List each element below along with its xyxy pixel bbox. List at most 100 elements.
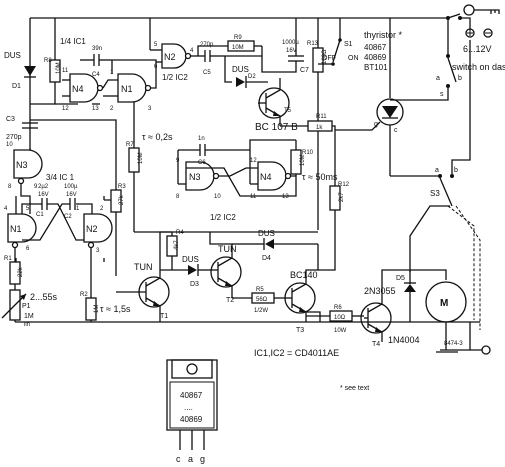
IC1-N1-pin-out: 6 xyxy=(26,246,30,252)
IC1-N2-label: N2 xyxy=(86,224,98,234)
IC2-N2-ic: 1/2 IC2 xyxy=(162,73,188,82)
IC2-N1-pin-out: 3 xyxy=(148,106,152,112)
ground-rail: 8474-3 xyxy=(15,321,491,355)
IC2-N4-pin-b: 11 xyxy=(250,194,257,200)
see-text: * see text xyxy=(340,385,369,392)
IC1-N2-pin-b: 2 xyxy=(100,206,104,212)
D2-ref: D2 xyxy=(248,74,256,80)
D3-ref: D3 xyxy=(190,281,199,288)
IC2-N3-ic: 1/2 IC2 xyxy=(210,213,236,222)
T4-type: 2N3055 xyxy=(364,286,396,296)
IC1-N4-pin-b: 12 xyxy=(62,106,69,112)
thyristor-package: 40867 .... 40869 c a g xyxy=(166,359,218,464)
supply-voltage-label: 6...12V xyxy=(463,44,492,54)
gate-IC1-N1: N1 4 5 6 xyxy=(4,206,37,252)
switch-S3: a b S3 xyxy=(390,40,481,330)
diode-D4: DUS D4 xyxy=(232,229,318,262)
motor-label: M xyxy=(440,298,448,309)
gate-IC1-N4: N4 1/4 IC1 11 12 13 xyxy=(60,37,104,112)
capacitor-C1: 2µ2 16V C1 xyxy=(21,184,84,241)
R1-ref: R1 xyxy=(4,256,12,262)
T4-ref: T4 xyxy=(372,341,380,348)
C7-value: 1000µ xyxy=(282,40,299,46)
C4-ref: C4 xyxy=(92,72,100,78)
IC1-N4-pin-a: 11 xyxy=(62,68,69,74)
C4-value: 39n xyxy=(92,46,102,52)
dashboard-switch: a b s switch on dashboard xyxy=(390,18,505,101)
cross-coupling-top xyxy=(62,59,157,97)
C2-value: 100µ xyxy=(64,184,78,190)
R6-power: 10W xyxy=(334,328,347,334)
D4-ref: D4 xyxy=(262,255,271,262)
dash-switch-b: b xyxy=(458,75,462,82)
D5-ref: D5 xyxy=(396,275,405,282)
R12-ref: R12 xyxy=(338,182,350,188)
supply-rail xyxy=(30,13,471,30)
IC1-N1-pin-b: 5 xyxy=(26,206,30,212)
D1-ref: D1 xyxy=(12,83,21,90)
S3-a: a xyxy=(435,167,439,174)
figure-code: 8474-3 xyxy=(444,341,463,347)
IC1-N3-pin-out: 10 xyxy=(6,142,13,148)
R5-value: 56Ω xyxy=(256,297,268,303)
IC2-N4-pin-out: 13 xyxy=(282,194,289,200)
ic-note: IC1,IC2 = CD4011AE xyxy=(254,348,339,358)
C5-ref: C5 xyxy=(203,70,211,76)
S1-off: OFF xyxy=(322,55,336,62)
C7-volt: 16V xyxy=(286,48,297,54)
dash-switch-a: a xyxy=(436,75,440,82)
R12-value: 2k7 xyxy=(339,192,345,202)
C6-value: 1n xyxy=(198,136,205,142)
gate-IC2-N3: N3 1/2 IC2 9 8 10 xyxy=(176,158,236,222)
R5-power: 1/2W xyxy=(254,308,268,314)
thyristor-gate-pin: g xyxy=(374,121,378,128)
R4-value: 4k7 xyxy=(174,240,180,250)
thyristor-type-1: 40867 xyxy=(364,43,387,52)
R11-ref: R11 xyxy=(316,114,327,120)
dash-switch-s: s xyxy=(440,91,444,98)
R2-ref: R2 xyxy=(80,292,88,298)
diode-D5: D5 1N4004 xyxy=(388,270,420,345)
R4-ref: R4 xyxy=(176,230,184,236)
resistor-R3: R3 27k xyxy=(30,119,126,276)
C2-ref: C2 xyxy=(64,214,72,220)
T1-type: TUN xyxy=(134,262,153,272)
capacitor-C2: 100µ 16V C2 xyxy=(22,184,93,241)
capacitor-C3: C3 270p xyxy=(6,116,38,141)
IC1-N3-pin-b: 9 xyxy=(34,184,38,190)
IC1-N1-pin-a: 4 xyxy=(4,206,8,212)
transistor-T1: TUN T1 xyxy=(116,240,170,322)
IC2-N1-pin-b: 2 xyxy=(110,106,114,112)
resistor-R13: R13 100Ω xyxy=(307,18,328,230)
R9-ref: R9 xyxy=(234,35,242,41)
battery-terminals: 6...12V xyxy=(463,28,493,54)
C2-volt: 16V xyxy=(66,192,77,198)
IC1-N2-pin-a: 1 xyxy=(76,206,80,212)
R3-value: 27k xyxy=(119,194,125,205)
thyristor-type-2: 40869 xyxy=(364,53,387,62)
IC2-N2-pin-b: 6 xyxy=(154,64,158,70)
D5-type: 1N4004 xyxy=(388,335,420,345)
D2-type: DUS xyxy=(232,65,249,74)
T3-ref: T3 xyxy=(296,327,304,334)
D3-type: DUS xyxy=(182,255,199,264)
P1-range: 2...55s xyxy=(30,292,58,302)
gate-IC1-N2: N2 1 2 3 xyxy=(76,206,113,254)
S1-ref: S1 xyxy=(344,41,353,48)
dash-switch-note: switch on dashboard xyxy=(452,62,505,72)
R3-ref: R3 xyxy=(118,184,126,190)
lower-left-wires xyxy=(15,183,105,262)
IC1-N2-pin-out: 3 xyxy=(96,248,100,254)
package-pin-g: g xyxy=(200,454,205,464)
resistor-R12: R12 2k7 xyxy=(318,130,350,271)
R2-value: 1M xyxy=(94,305,100,313)
resistor-R6: R6 10Ω 10W xyxy=(306,305,364,334)
IC2-N2-pin-a: 5 xyxy=(154,42,158,48)
package-pin-a: a xyxy=(188,454,193,464)
diode-D2: DUS D2 xyxy=(224,55,268,88)
resistor-R11: R11 1k xyxy=(280,114,336,132)
S3-b: b xyxy=(454,167,458,174)
P1-ref: P1 xyxy=(22,303,31,310)
R11-value: 1k xyxy=(316,125,323,131)
resistor-R9: R9 10M xyxy=(197,35,262,56)
